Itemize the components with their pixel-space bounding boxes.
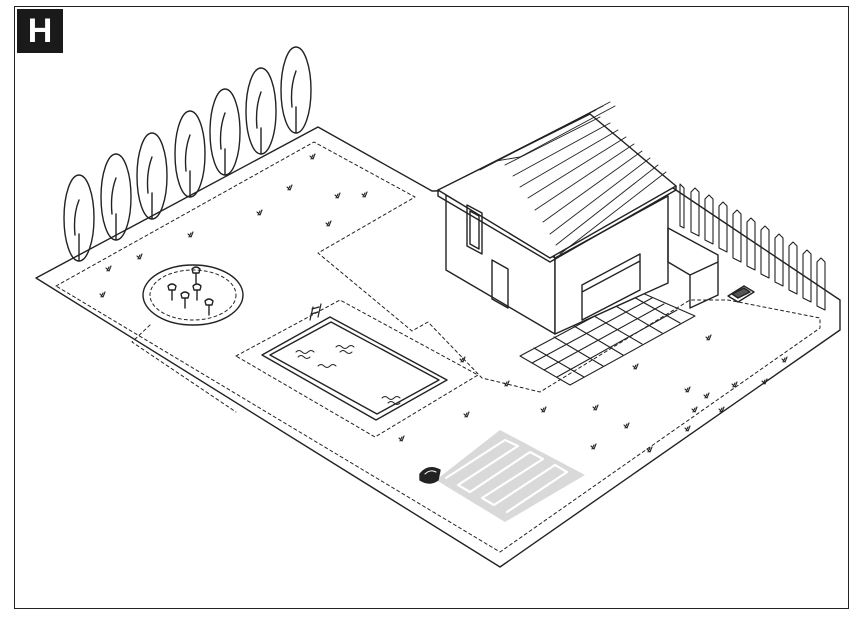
grass-tuft-icon — [136, 253, 143, 260]
grass-tuft-icon — [623, 422, 630, 429]
grass-tuft-icon — [459, 356, 466, 363]
cypress-tree-icon — [245, 67, 277, 155]
tulip-icon — [192, 283, 202, 301]
flower-bed — [142, 264, 244, 326]
water-waves — [295, 345, 401, 405]
grass-tufts — [99, 153, 788, 453]
tulip-icon — [180, 291, 190, 309]
grass-tuft-icon — [761, 378, 768, 385]
grass-tuft-icon — [99, 291, 106, 298]
cypress-tree-icon — [63, 174, 95, 262]
figure-label: H — [17, 9, 63, 53]
grass-tuft-icon — [286, 184, 293, 191]
grass-tuft-icon — [503, 380, 510, 387]
grass-tuft-icon — [361, 191, 368, 198]
figure-frame — [14, 6, 849, 609]
roof-shingles — [451, 101, 667, 255]
cypress-tree-icon — [136, 132, 168, 220]
cypress-tree-icon — [209, 88, 241, 176]
grass-tuft-icon — [691, 406, 698, 413]
grass-tuft-icon — [256, 209, 263, 216]
grass-tuft-icon — [684, 386, 691, 393]
grass-tuft-icon — [632, 363, 639, 370]
cypress-tree-icon — [280, 46, 312, 134]
grass-tuft-icon — [325, 220, 332, 227]
charging-station-icon — [727, 285, 755, 303]
garden-wall — [667, 227, 719, 309]
tulip-icon — [191, 266, 201, 284]
swimming-pool — [235, 299, 479, 438]
boundary-wire — [55, 141, 821, 553]
house-door — [491, 259, 509, 309]
house-window — [466, 204, 483, 255]
grass-tuft-icon — [646, 446, 653, 453]
grass-tuft-icon — [187, 231, 194, 238]
grass-tuft-icon — [540, 406, 547, 413]
grass-tuft-icon — [309, 153, 316, 160]
grass-tuft-icon — [731, 381, 738, 388]
grass-tuft-icon — [592, 404, 599, 411]
grass-tuft-icon — [463, 411, 470, 418]
grass-tuft-icon — [705, 334, 712, 341]
house — [437, 101, 719, 335]
grass-tuft-icon — [718, 406, 725, 413]
grass-tuft-icon — [105, 265, 112, 272]
grass-tuft-icon — [781, 356, 788, 363]
robotic-mower-icon — [419, 467, 441, 484]
tulip-icon — [167, 283, 177, 301]
grass-tuft-icon — [703, 392, 710, 399]
garage-door — [581, 253, 641, 321]
picket-fence — [679, 183, 826, 311]
grass-tuft-icon — [684, 425, 691, 432]
mowing-pattern — [436, 430, 585, 522]
paved-patio — [519, 291, 696, 386]
cypress-tree-icon — [174, 110, 206, 198]
grass-tuft-icon — [590, 443, 597, 450]
tulip-icon — [204, 298, 214, 316]
grass-tuft-icon — [334, 192, 341, 199]
grass-tuft-icon — [398, 435, 405, 442]
cypress-tree-icon — [100, 153, 132, 241]
cypress-trees — [63, 46, 312, 262]
